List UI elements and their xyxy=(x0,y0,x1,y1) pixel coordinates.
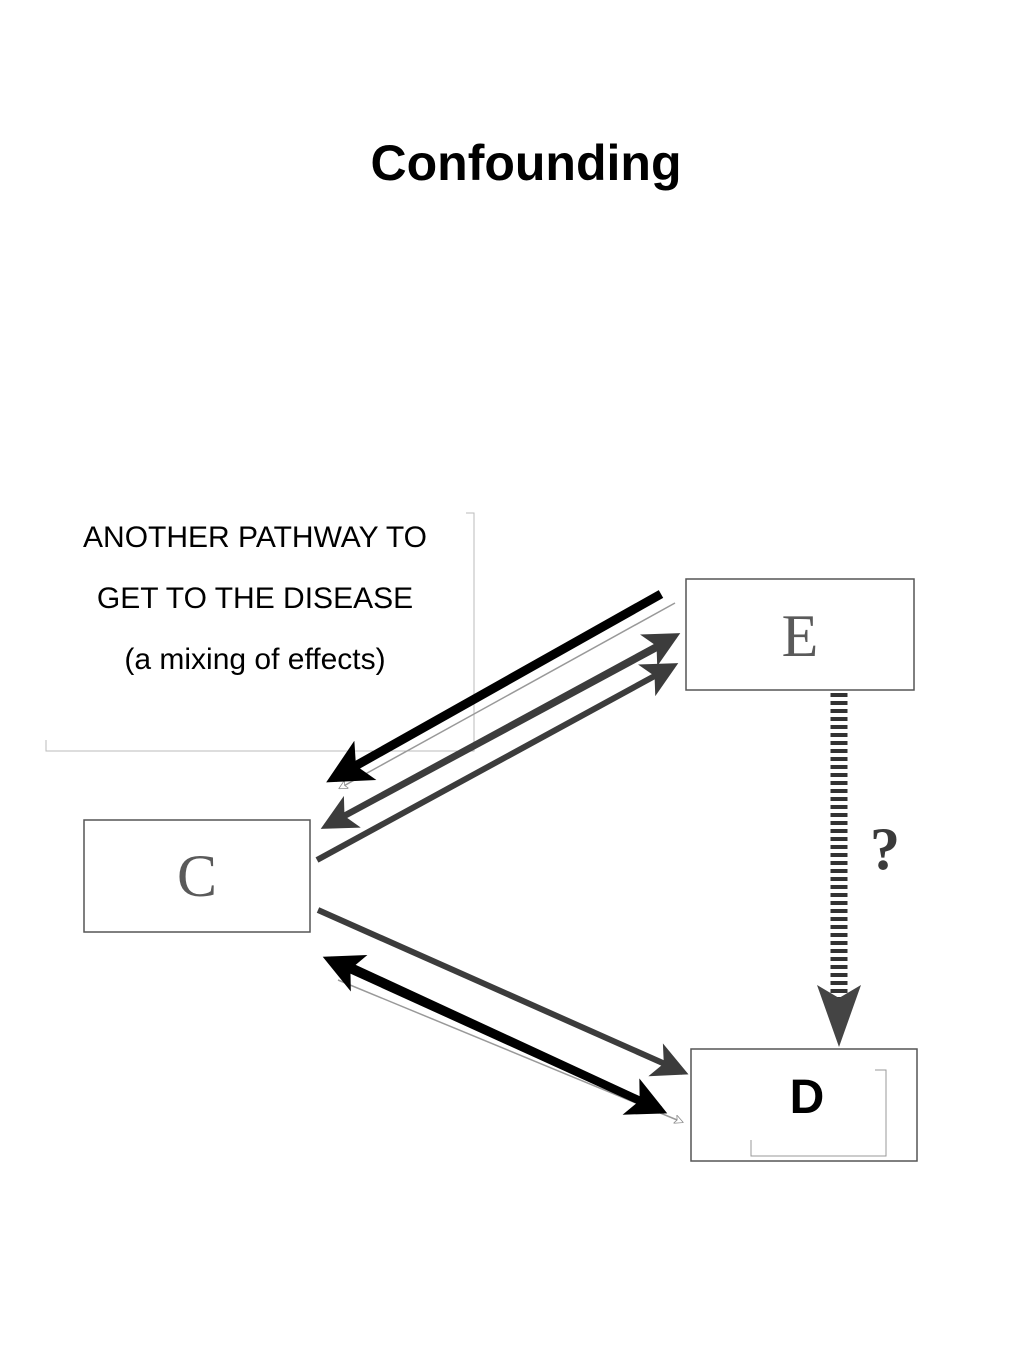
question-mark: ? xyxy=(870,816,900,882)
arrow-c-to-d-gray xyxy=(316,907,689,1077)
caption-line-3: (a mixing of effects) xyxy=(124,643,386,676)
node-c-label: C xyxy=(176,843,218,909)
node-box-d xyxy=(690,1048,918,1162)
arrow-e-to-c-black xyxy=(326,590,664,783)
arrow-c-to-e-lower xyxy=(315,663,679,863)
outline-arrow-e-to-c xyxy=(340,602,676,788)
pathway-caption: ANOTHER PATHWAY TO GET TO THE DISEASE (a… xyxy=(46,507,464,690)
node-d-label: D xyxy=(789,1071,825,1124)
node-box-e xyxy=(685,578,915,691)
caption-line-1: ANOTHER PATHWAY TO xyxy=(83,521,427,554)
arrow-d-c-black xyxy=(322,955,662,1114)
node-box-c xyxy=(83,819,311,933)
node-e-label: E xyxy=(781,603,819,669)
caption-box-border xyxy=(45,512,475,752)
slide-title: Confounding xyxy=(370,135,682,191)
d-label-frame xyxy=(750,1069,887,1157)
arrow-e-to-c-middle xyxy=(320,639,670,829)
dashed-arrow-head xyxy=(817,985,861,1047)
caption-line-2: GET TO THE DISEASE xyxy=(96,582,414,615)
